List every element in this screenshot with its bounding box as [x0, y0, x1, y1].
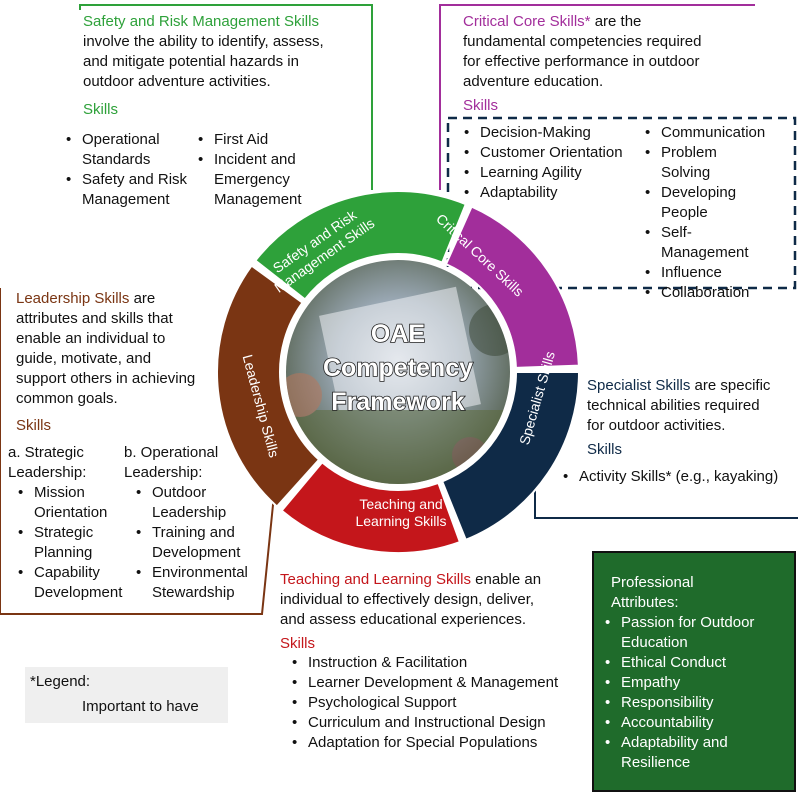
- critical-desc-line4: adventure education.: [463, 73, 604, 90]
- list-item: Activity Skills* (e.g., kayaking): [561, 467, 797, 487]
- list-item: Environmental Stewardship: [134, 563, 264, 603]
- list-item: Instruction & Facilitation: [290, 653, 590, 673]
- leadership-sub-a: a. Strategic Leadership:: [8, 444, 87, 481]
- list-item: Psychological Support: [290, 693, 590, 713]
- svg-text:Learning Skills: Learning Skills: [355, 513, 446, 529]
- professional-attributes-box: Professional Attributes: Passion for Out…: [592, 551, 796, 792]
- list-item: Responsibility: [603, 693, 783, 713]
- list-item: Problem Solving: [643, 143, 768, 183]
- list-item: Training and Development: [134, 523, 264, 563]
- specialist-skills-label: Skills: [587, 441, 623, 458]
- leadership-section: Leadership Skills are attributes and ski…: [16, 289, 216, 409]
- critical-section: Critical Core Skills* are the fundamenta…: [463, 12, 763, 92]
- safety-section: Safety and Risk Management Skills involv…: [83, 12, 373, 92]
- list-item: Empathy: [603, 673, 783, 693]
- safety-desc-line1: involve the ability to identify, assess,: [83, 33, 324, 50]
- safety-skills-col1: Operational Standards Safety and Risk Ma…: [64, 130, 189, 210]
- ring-segment-critical: [444, 205, 580, 369]
- safety-connector: [79, 4, 373, 190]
- critical-desc-line1: are the: [590, 13, 642, 30]
- safety-desc-line2: and mitigate potential hazards in: [83, 53, 299, 70]
- list-item: Accountability: [603, 713, 783, 733]
- list-item: Collaboration: [643, 283, 768, 303]
- critical-desc-line2: fundamental competencies required: [463, 33, 702, 50]
- critical-skills-label: Skills: [463, 97, 499, 114]
- ring-segment-teaching: [280, 460, 462, 554]
- teaching-desc-line1: enable an: [470, 571, 542, 588]
- safety-desc-line3: outdoor adventure activities.: [83, 73, 271, 90]
- list-item: Developing People: [643, 183, 768, 223]
- legend-title: *Legend:: [30, 673, 91, 690]
- critical-skills-col1: Decision-Making Customer Orientation Lea…: [462, 123, 642, 203]
- specialist-skills-list: Activity Skills* (e.g., kayaking): [561, 467, 797, 487]
- center-title-line1: OAE: [371, 320, 425, 348]
- legend-item-label: Important to have: [82, 698, 199, 715]
- specialist-desc-line1: are specific: [690, 377, 771, 394]
- list-item: Passion for Outdoor Education: [603, 613, 783, 653]
- list-item: Adaptability and Resilience: [603, 733, 783, 773]
- specialist-desc-line2: technical abilities required: [587, 397, 760, 414]
- leadership-skills-col1: Mission Orientation Strategic Planning C…: [16, 483, 124, 603]
- list-item: Capability Development: [16, 563, 124, 603]
- list-item: Outdoor Leadership: [134, 483, 264, 523]
- specialist-section: Specialist Skills are specific technical…: [587, 376, 797, 436]
- list-item: Curriculum and Instructional Design: [290, 713, 590, 733]
- leadership-desc-line1: are: [129, 290, 156, 307]
- list-item: Learning Agility: [462, 163, 642, 183]
- ring-segments: [216, 190, 581, 554]
- list-item: Operational Standards: [64, 130, 189, 170]
- list-item: First Aid: [196, 130, 321, 150]
- ring-segment-safety: [253, 190, 468, 301]
- professional-list: Passion for Outdoor Education Ethical Co…: [603, 613, 783, 773]
- list-item: Safety and Risk Management: [64, 170, 189, 210]
- leadership-desc-line4: guide, motivate, and: [16, 350, 152, 367]
- list-item: Incident and Emergency Management: [196, 150, 321, 210]
- leadership-desc-line2: attributes and skills that: [16, 310, 173, 327]
- specialist-desc-line3: for outdoor activities.: [587, 417, 726, 434]
- ring-segment-specialist: [440, 371, 581, 542]
- center-title-line3: Framework: [331, 388, 464, 416]
- teaching-skills-label: Skills: [280, 635, 316, 652]
- specialist-title: Specialist Skills: [587, 377, 691, 394]
- safety-skills-col2: First Aid Incident and Emergency Managem…: [196, 130, 321, 210]
- list-item: Strategic Planning: [16, 523, 124, 563]
- list-item: Communication: [643, 123, 768, 143]
- teaching-desc-line2: individual to effectively design, delive…: [280, 591, 535, 608]
- list-item: Learner Development & Management: [290, 673, 590, 693]
- legend-box: [25, 667, 228, 723]
- critical-skills-col2: Communication Problem Solving Developing…: [643, 123, 768, 303]
- professional-title: Professional Attributes:: [611, 574, 694, 611]
- leadership-desc-line6: common goals.: [16, 390, 118, 407]
- list-item: Mission Orientation: [16, 483, 124, 523]
- leadership-title: Leadership Skills: [16, 290, 130, 307]
- critical-desc-line3: for effective performance in outdoor: [463, 53, 700, 70]
- leadership-skills-label: Skills: [16, 417, 52, 434]
- teaching-skills-list: Instruction & Facilitation Learner Devel…: [290, 653, 590, 753]
- safety-skills-label: Skills: [83, 101, 119, 118]
- teaching-section: Teaching and Learning Skills enable an i…: [280, 570, 580, 630]
- list-item: Decision-Making: [462, 123, 642, 143]
- list-item: Self-Management: [643, 223, 768, 263]
- leadership-connector: [0, 288, 276, 615]
- teaching-desc-line3: and assess educational experiences.: [280, 611, 526, 628]
- leadership-sub-b: b. Operational Leadership:: [124, 444, 219, 481]
- safety-title: Safety and Risk Management Skills: [83, 13, 319, 30]
- segment-label-teaching: Teaching and Learning Skills: [355, 496, 446, 529]
- list-item: Ethical Conduct: [603, 653, 783, 673]
- leadership-desc-line3: enable an individual to: [16, 330, 166, 347]
- critical-title: Critical Core Skills*: [463, 13, 591, 30]
- leadership-skills-col2: Outdoor Leadership Training and Developm…: [134, 483, 264, 603]
- center-title-line2: Competency: [323, 354, 473, 382]
- leadership-desc-line5: support others in achieving: [16, 370, 196, 387]
- list-item: Influence: [643, 263, 768, 283]
- svg-text:Teaching and: Teaching and: [359, 496, 442, 512]
- critical-connector: [439, 4, 755, 190]
- list-item: Customer Orientation: [462, 143, 642, 163]
- ring-segment-leadership: [216, 264, 321, 508]
- list-item: Adaptation for Special Populations: [290, 733, 590, 753]
- list-item: Adaptability: [462, 183, 642, 203]
- teaching-title: Teaching and Learning Skills: [280, 571, 471, 588]
